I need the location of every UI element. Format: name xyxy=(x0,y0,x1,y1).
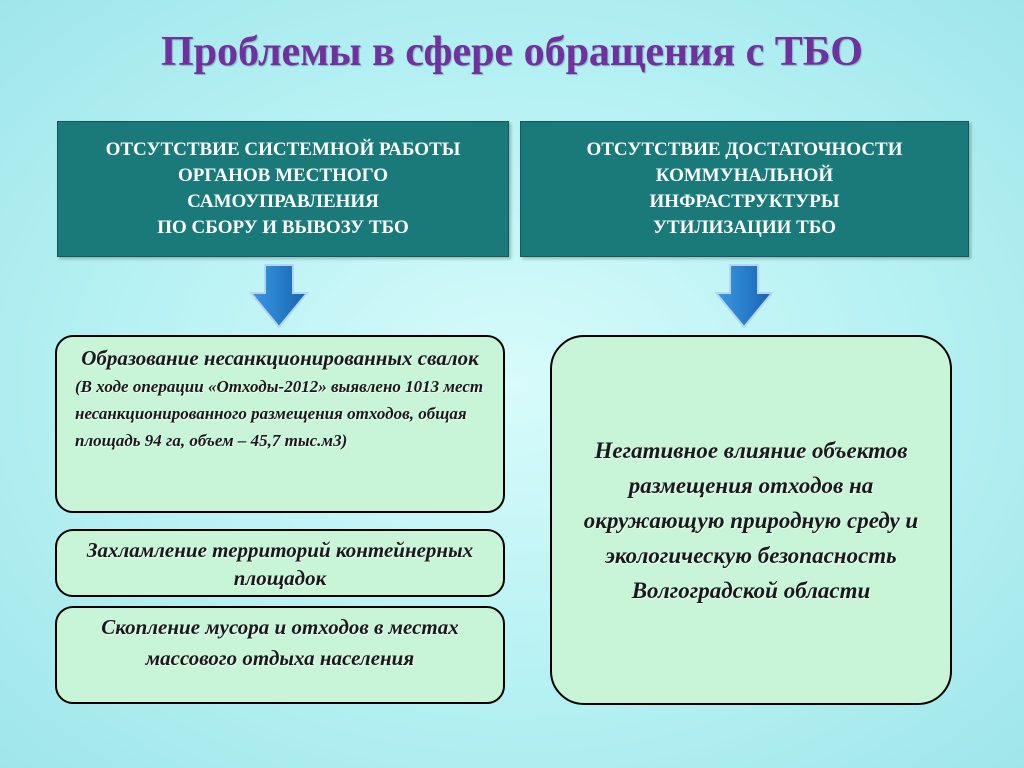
cause-box-local-government: Отсутствие системной работы органов мест… xyxy=(57,121,509,257)
cause-line: органов местного xyxy=(177,165,389,186)
cause-line: Отсутствие системной работы xyxy=(105,139,461,160)
effect-note: (В ходе операции «Отходы-2012» выявлено … xyxy=(75,377,484,450)
effect-heading: Образование несанкционированных свалок xyxy=(81,346,479,370)
cause-line: Отсутствие достаточности xyxy=(586,139,903,160)
effect-box-unauthorized-dumps: Образование несанкционированных свалок (… xyxy=(55,335,505,513)
down-arrow-icon xyxy=(249,264,309,329)
cause-line: по сбору и вывозу ТБО xyxy=(157,217,409,238)
page-title: Проблемы в сфере обращения с ТБО xyxy=(161,29,863,75)
effect-impact-text: Негативное влияние объектов размещения о… xyxy=(583,437,919,603)
cause-box-infrastructure: Отсутствие достаточности коммунальной ин… xyxy=(520,121,969,257)
effect-box-recreation-areas: Скопление мусора и отходов в местах масс… xyxy=(55,606,505,704)
effect-box-environmental-impact: Негативное влияние объектов размещения о… xyxy=(550,335,952,705)
effect-box-container-sites: Захламление территорий контейнерных площ… xyxy=(55,529,505,597)
cause-line: инфраструктуры xyxy=(649,191,840,212)
cause-line: утилизации ТБО xyxy=(652,217,837,238)
cause-line: самоуправления xyxy=(187,191,379,212)
cause-line: коммунальной xyxy=(655,165,834,186)
down-arrow-icon xyxy=(714,264,774,329)
